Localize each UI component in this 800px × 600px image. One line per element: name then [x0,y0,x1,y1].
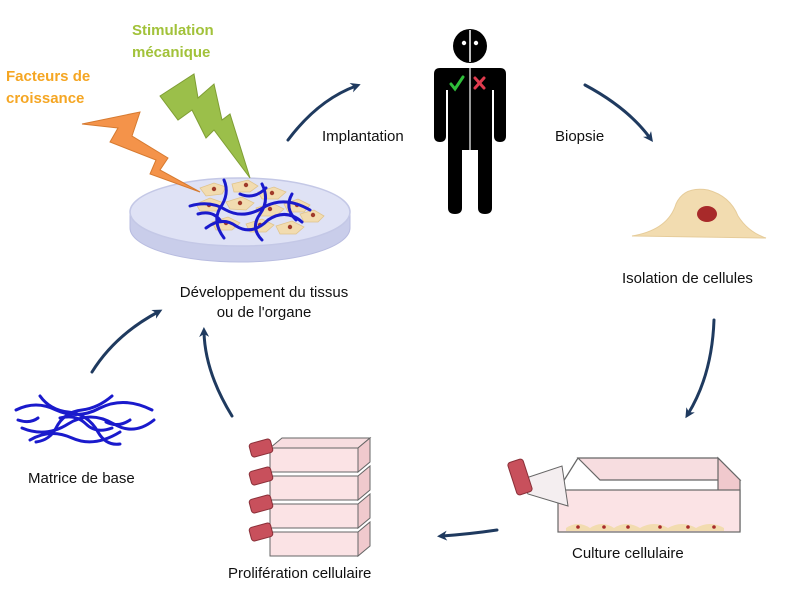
isolated-cell-icon [631,188,767,239]
facteurs-de-croissance-label: Facteurs de croissance [6,66,90,110]
isolation-de-cellules-label: Isolation de cellules [622,270,753,287]
stimulation-label-line2: mécanique [132,44,211,61]
developpement-label-line2: ou de l'organe [216,304,312,321]
tissue-cells-icon [188,178,325,242]
stacked-flask-3 [248,492,371,530]
developpement-label: Développement du tissus ou de l'organe [166,283,362,323]
implantation-label: Implantation [322,128,404,145]
stimulation-label-line1: Stimulation [132,22,214,39]
stimulation-mecanique-label: Stimulation mécanique [132,20,214,64]
culture-flask-icon [507,456,742,533]
growth-factor-lightning-icon [81,111,201,193]
facteurs-label-line1: Facteurs de [6,68,91,85]
arrow-to-proliferation [437,528,499,541]
petri-dish-icon [129,177,351,263]
biopsie-label: Biopsie [555,128,605,145]
facteurs-label-line2: croissance [6,90,85,107]
mechanical-stimulation-lightning-icon [159,73,251,179]
stacked-flask-2 [248,464,371,502]
matrice-de-base-label: Matrice de base [28,470,135,487]
arrow-prolif-to-developpement [199,327,234,418]
cycle-arrows [90,83,716,541]
arrow-to-biopsie [583,83,653,143]
arrow-to-implantation [286,83,361,142]
developpement-label-line1: Développement du tissus [179,284,349,301]
person-silhouette-icon [434,29,506,214]
check-icon [449,75,465,92]
arrow-to-culture [685,318,716,419]
stacked-flasks-icon [248,436,372,558]
arrow-matrice-to-developpement [90,309,163,374]
cross-icon [473,76,486,90]
stacked-flask-1 [248,436,372,474]
stacked-flask-4 [248,520,371,558]
proliferation-cellulaire-label: Prolifération cellulaire [228,565,372,582]
base-matrix-fibers-icon [14,394,156,446]
culture-cellulaire-label: Culture cellulaire [572,545,684,562]
